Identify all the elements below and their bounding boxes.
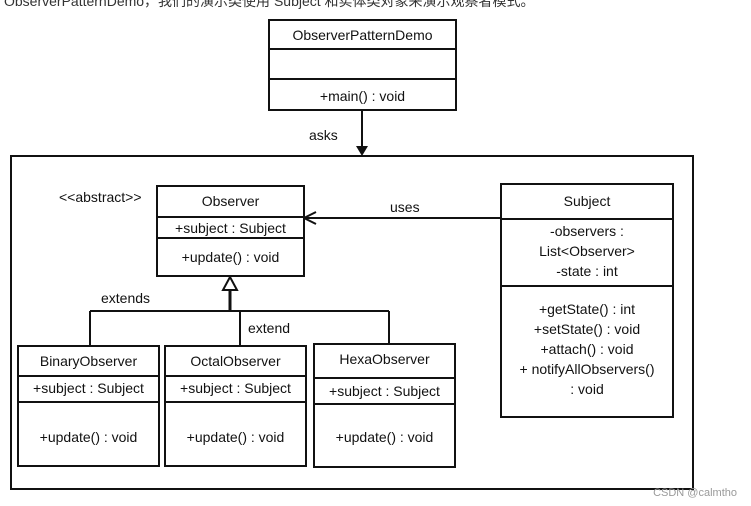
abstract-stereotype: <<abstract>> [59,189,142,205]
observer-attribute: +subject : Subject [175,220,286,236]
hexa-observer-attribute: +subject : Subject [329,383,440,399]
subject-class-name: Subject [563,193,611,209]
caption-text: ObserverPatternDemo，我们的演示类使用 Subject 和实体… [4,0,535,9]
asks-label: asks [309,127,338,143]
observer-pattern-demo-class: ObserverPatternDemo +main() : void [268,19,457,111]
observer-class: Observer +subject : Subject +update() : … [156,185,305,277]
subject-method: +attach() : void [540,341,634,357]
subject-class: Subject -observers : List<Observer> -sta… [500,183,674,418]
subject-method: +getState() : int [538,301,636,317]
binary-observer-attribute: +subject : Subject [33,380,144,396]
demo-class-name: ObserverPatternDemo [292,27,433,43]
subject-method: +setState() : void [533,321,641,337]
hexa-observer-class: HexaObserver +subject : Subject +update(… [313,343,456,468]
octal-observer-name: OctalObserver [190,353,281,369]
subject-attribute: List<Observer> [539,243,635,259]
extend-label: extend [248,320,291,336]
observer-class-name: Observer [201,193,260,209]
octal-observer-attribute: +subject : Subject [180,380,291,396]
octal-observer-class: OctalObserver +subject : Subject +update… [164,345,307,467]
subject-attribute: -state : int [556,263,618,279]
subject-method: : void [570,381,604,397]
csdn-watermark: CSDN @calmtho [653,487,737,499]
extends-label: extends [101,290,151,306]
demo-class-method: +main() : void [319,88,406,104]
subject-attribute: -observers : [550,223,624,239]
binary-observer-name: BinaryObserver [39,353,138,369]
binary-observer-method: +update() : void [39,429,138,445]
observer-method: +update() : void [181,249,280,265]
uses-label: uses [390,199,420,215]
octal-observer-method: +update() : void [186,429,285,445]
binary-observer-class: BinaryObserver +subject : Subject +updat… [17,345,160,467]
hexa-observer-method: +update() : void [335,429,434,445]
hexa-observer-name: HexaObserver [339,351,430,367]
subject-method: + notifyAllObservers() [519,361,655,377]
